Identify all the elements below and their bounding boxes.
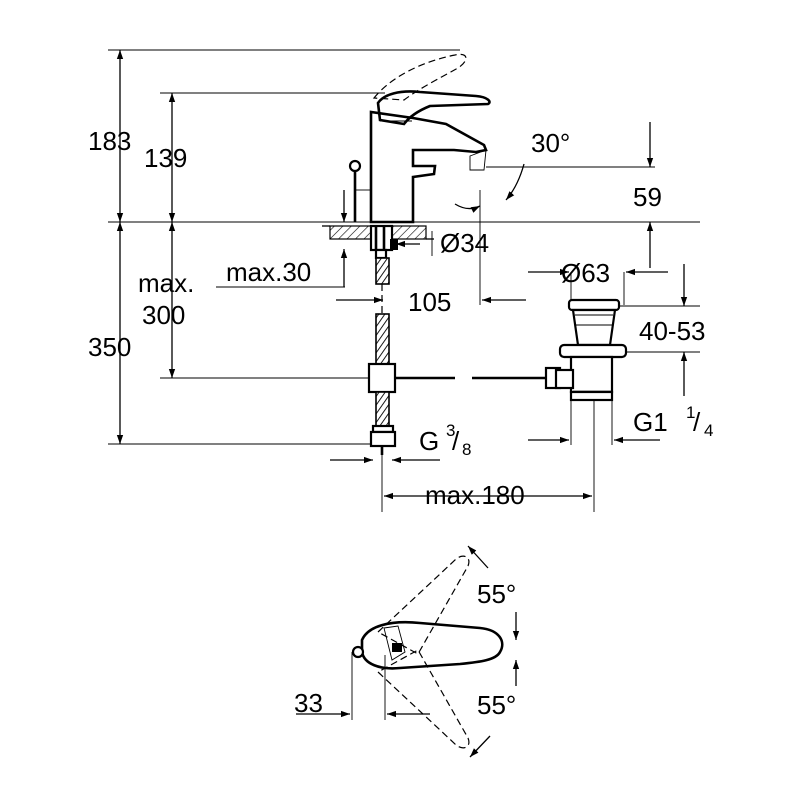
svg-text:8: 8	[462, 440, 471, 459]
plan-labels: 55° 55° 33	[294, 579, 516, 720]
lever-angle-label: 30°	[531, 128, 570, 158]
dimension-arrows	[116, 50, 688, 500]
max-deck-thickness-label: max.30	[226, 257, 311, 287]
lever-plan	[351, 621, 504, 720]
waste-adjust-label: 40-53	[639, 316, 706, 346]
svg-text:1: 1	[686, 403, 695, 422]
lever-raised-outline	[372, 53, 467, 101]
mixer-body	[348, 90, 491, 224]
svg-text:G1: G1	[633, 407, 668, 437]
body-diameter-label: Ø34	[440, 228, 489, 258]
max-rod-length-label: max.180	[425, 480, 525, 510]
waste-diameter-label: Ø63	[561, 258, 610, 288]
max-hose-label-line1: max.	[138, 268, 194, 298]
counter-top	[322, 224, 434, 252]
lever-rotated-bottom-outline	[376, 649, 470, 749]
waste-thread-label: G1 1 / 4	[633, 403, 713, 440]
max-hose-label-line2: 300	[142, 300, 185, 330]
svg-text:G: G	[419, 426, 439, 456]
extension-lines	[108, 49, 700, 512]
plan-dimension-arrows	[296, 545, 520, 758]
svg-text:4: 4	[704, 421, 713, 440]
total-height-label: 183	[88, 126, 131, 156]
rotation-top-label: 55°	[477, 579, 516, 609]
hose-length-label: 350	[88, 332, 131, 362]
spout-reach-label: 105	[408, 287, 451, 317]
lever-rotated-top-outline	[376, 555, 470, 655]
side-elevation: 183 139 30° 59 Ø34 max.30 max. 300 350 1…	[88, 49, 713, 512]
supply-thread-label: G 3 / 8	[419, 421, 471, 459]
plan-offset-label: 33	[294, 688, 323, 718]
plan-view: 55° 55° 33	[294, 545, 520, 758]
svg-text:/: /	[693, 407, 701, 437]
pop-up-rod	[395, 366, 562, 390]
spout-height-label: 139	[144, 143, 187, 173]
svg-text:/: /	[452, 426, 460, 456]
rotation-bottom-label: 55°	[477, 690, 516, 720]
waste-fitting	[554, 298, 628, 402]
supply-hose	[367, 248, 397, 455]
outlet-height-label: 59	[633, 182, 662, 212]
dimension-labels: 183 139 30° 59 Ø34 max.30 max. 300 350 1…	[88, 126, 713, 510]
svg-text:3: 3	[446, 421, 455, 440]
